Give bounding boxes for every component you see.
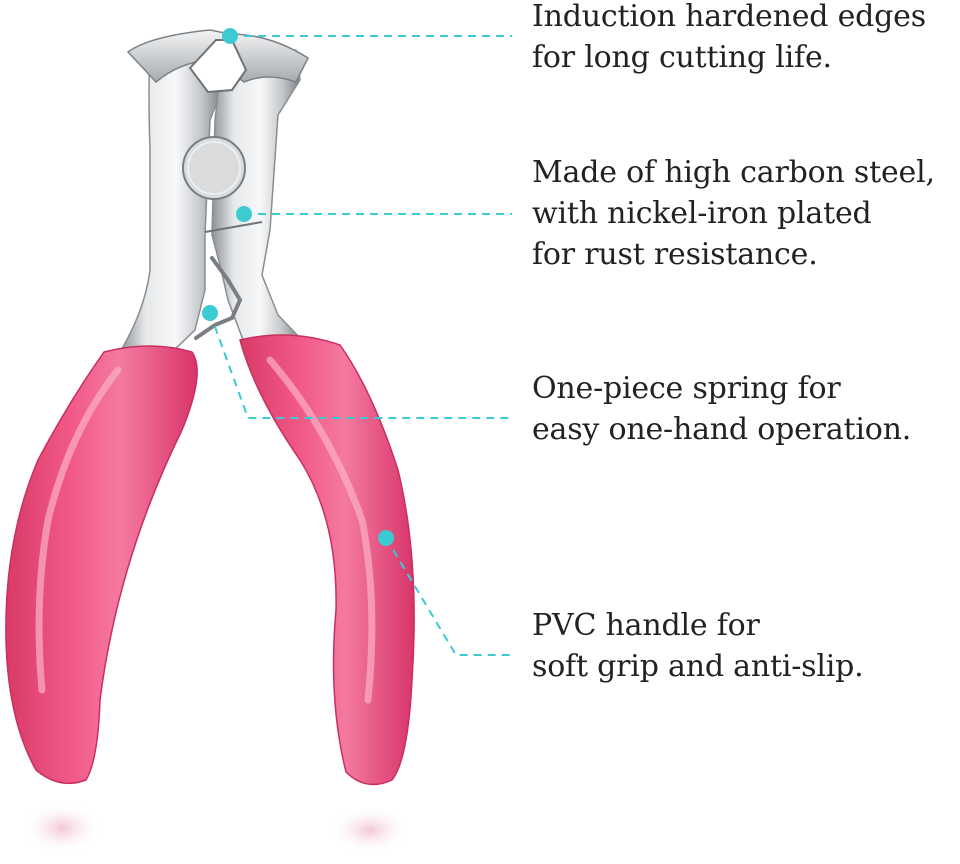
callout-pvc-handle: PVC handle for soft grip and anti-slip. <box>532 605 864 687</box>
joint-seam <box>204 221 263 233</box>
callout-dot-3 <box>202 305 218 321</box>
pivot-rivet-ring <box>187 141 241 195</box>
pivot-rivet <box>182 136 246 200</box>
callout-line: Made of high carbon steel, <box>532 155 935 190</box>
callout-induction-hardened: Induction hardened edges for long cuttin… <box>532 0 926 78</box>
callout-spring: One-piece spring for easy one-hand opera… <box>532 368 911 450</box>
leader-line-4 <box>385 537 512 656</box>
callout-line: for rust resistance. <box>532 237 818 272</box>
right-reflection <box>330 806 410 854</box>
callout-line: One-piece spring for <box>532 371 841 406</box>
callout-dot-4 <box>378 530 394 546</box>
callout-line: soft grip and anti-slip. <box>532 649 864 684</box>
left-arm-metal <box>118 37 223 353</box>
right-handle-highlight <box>266 356 376 704</box>
callout-line: Induction hardened edges <box>532 0 926 34</box>
callout-line: for long cutting life. <box>532 40 832 75</box>
left-reflection <box>22 802 102 854</box>
callout-line: PVC handle for <box>532 608 760 643</box>
right-arm-metal <box>211 49 302 346</box>
leader-line-3 <box>209 312 512 419</box>
callout-carbon-steel: Made of high carbon steel, with nickel-i… <box>532 152 935 275</box>
callout-dot-1 <box>222 28 238 44</box>
spring <box>194 256 243 340</box>
jaw-gap <box>188 39 248 94</box>
left-handle-highlight <box>35 366 122 694</box>
right-handle <box>239 334 415 786</box>
callout-line: easy one-hand operation. <box>532 412 912 447</box>
callout-dot-2 <box>236 206 252 222</box>
left-handle <box>5 345 198 785</box>
callout-line: with nickel-iron plated <box>532 196 872 231</box>
